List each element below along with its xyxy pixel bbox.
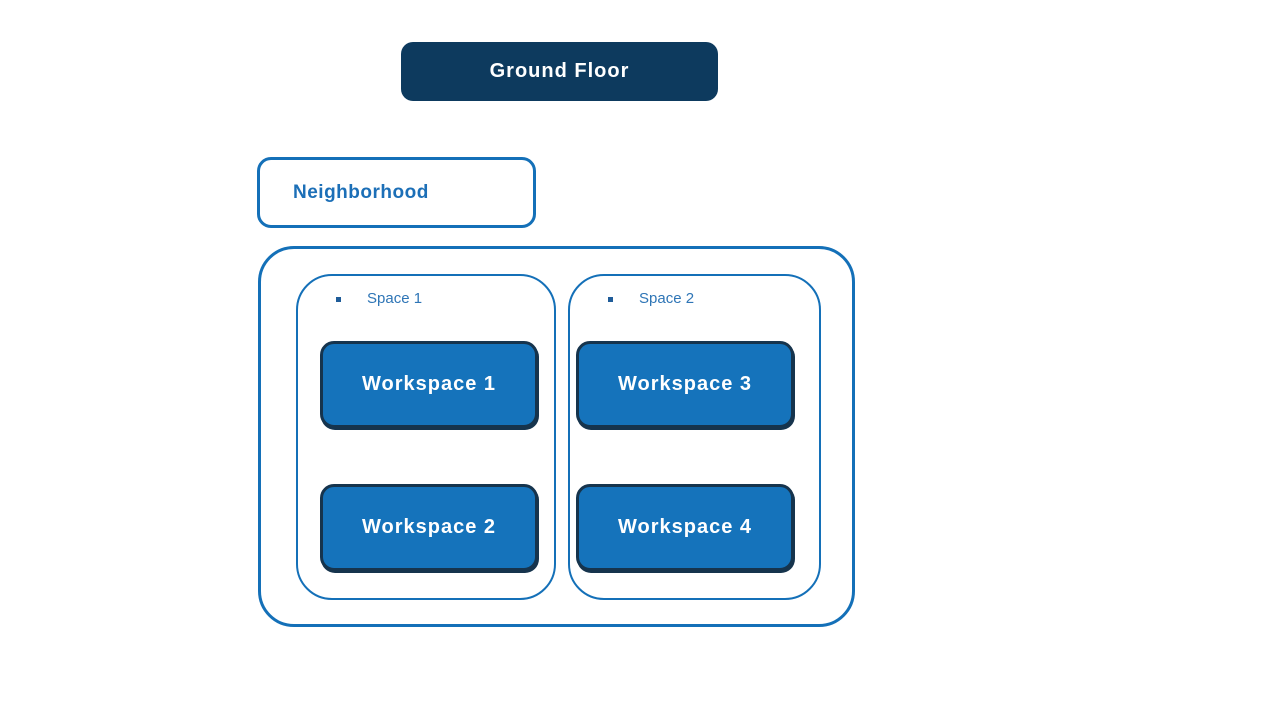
workspace-4-label: Workspace 4 — [617, 516, 753, 538]
space-2-header: Space 2 — [608, 290, 694, 307]
space-2-node[interactable]: Space 2 Workspace 3 Workspace 4 — [568, 274, 821, 600]
neighborhood-boundary[interactable]: Space 1 Workspace 1 Workspace 2 Space 2 … — [258, 246, 855, 627]
workspace-1-node[interactable]: Workspace 1 — [320, 341, 538, 428]
space-1-node[interactable]: Space 1 Workspace 1 Workspace 2 — [296, 274, 556, 600]
workspace-3-node[interactable]: Workspace 3 — [576, 341, 794, 428]
ground-floor-node[interactable]: Ground Floor — [401, 42, 718, 101]
neighborhood-label: Neighborhood — [293, 181, 429, 203]
space-1-header: Space 1 — [336, 290, 422, 307]
neighborhood-node[interactable]: Neighborhood — [257, 157, 536, 228]
workspace-3-label: Workspace 3 — [617, 373, 753, 395]
bullet-square-icon — [608, 297, 613, 302]
workspace-2-label: Workspace 2 — [361, 516, 497, 538]
space-2-label: Space 2 — [639, 290, 695, 307]
workspace-1-label: Workspace 1 — [361, 373, 497, 395]
workspace-2-node[interactable]: Workspace 2 — [320, 484, 538, 571]
space-1-label: Space 1 — [367, 290, 423, 307]
ground-floor-label: Ground Floor — [489, 60, 630, 82]
bullet-square-icon — [336, 297, 341, 302]
workspace-4-node[interactable]: Workspace 4 — [576, 484, 794, 571]
